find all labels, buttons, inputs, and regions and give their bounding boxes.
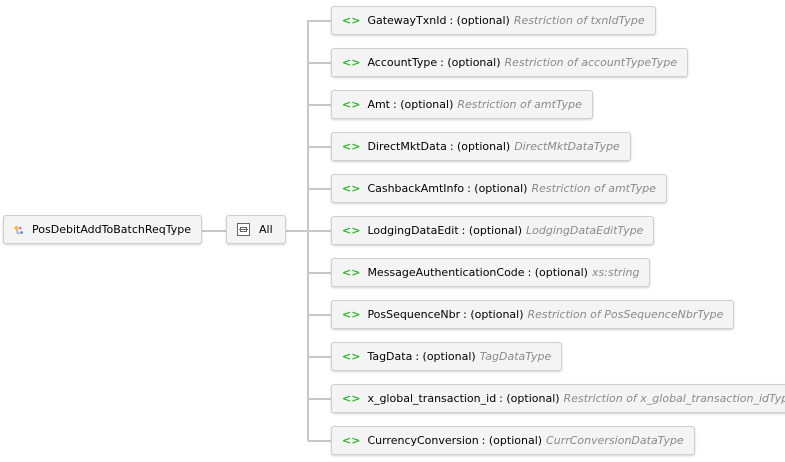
element-icon: <> [342,224,361,237]
root-type-node[interactable]: PosDebitAddToBatchReqType [3,215,202,244]
element-node[interactable]: <> DirectMktData: (optional)DirectMktData… [331,132,631,161]
element-node[interactable]: <> LodgingDataEdit: (optional)LodgingData… [331,216,655,245]
element-icon: <> [342,308,361,321]
element-type: DirectMktDataType [514,140,620,153]
connector [308,62,331,64]
connector [308,20,331,22]
element-node[interactable]: <> PosSequenceNbr: (optional)Restriction … [331,300,735,329]
element-icon: <> [342,56,361,69]
element-type: xs:string [591,266,640,279]
element-node[interactable]: <> TagData: (optional)TagDataType [331,342,563,371]
element-icon: <> [342,350,361,363]
element-name: DirectMktData [367,140,447,153]
element-type: LodgingDataEditType [526,224,644,237]
element-name: AccountType [367,56,438,69]
connector [308,356,331,358]
element-occurrence: : (optional) [481,434,543,447]
element-type: Restriction of PosSequenceNbrType [527,308,724,321]
element-name: LodgingDataEdit [367,224,459,237]
element-name: Amt [367,98,390,111]
connector [202,230,226,232]
complex-type-icon [14,224,24,234]
connector [308,272,331,274]
element-node[interactable]: <> MessageAuthenticationCode: (optional)x… [331,258,651,287]
element-name: MessageAuthenticationCode [367,266,525,279]
element-type: Restriction of amtType [457,98,582,111]
element-occurrence: : (optional) [449,14,510,27]
element-occurrence: : (optional) [449,140,511,153]
element-name: GatewayTxnId [367,14,447,27]
element-type: Restriction of accountTypeType [504,56,678,69]
element-icon: <> [342,98,361,111]
element-occurrence: : (optional) [467,182,528,195]
connector [308,104,331,106]
element-occurrence: : (optional) [527,266,588,279]
all-compositor-icon [237,223,250,236]
connector [308,146,331,148]
element-type: Restriction of amtType [531,182,656,195]
connector [308,398,331,400]
all-compositor-label: All [259,223,273,236]
element-node[interactable]: <> Amt: (optional)Restriction of amtType [331,90,593,119]
element-occurrence: : (optional) [415,350,476,363]
element-occurrence: : (optional) [461,224,523,237]
element-type: CurrConversionDataType [546,434,684,447]
element-icon: <> [342,434,361,447]
connector [308,188,331,190]
connector [286,230,308,232]
element-occurrence: : (optional) [440,56,501,69]
element-type: Restriction of x_global_transaction_idTy… [563,392,785,405]
element-icon: <> [342,140,361,153]
element-occurrence: : (optional) [393,98,454,111]
root-type-label: PosDebitAddToBatchReqType [32,223,191,236]
connector [308,314,331,316]
element-occurrence: : (optional) [463,308,524,321]
element-icon: <> [342,266,361,279]
element-name: x_global_transaction_id [367,392,497,405]
element-node[interactable]: <> CurrencyConversion: (optional)CurrConv… [331,426,695,455]
element-occurrence: : (optional) [499,392,560,405]
element-type: TagDataType [479,350,552,363]
element-name: CurrencyConversion [367,434,479,447]
connector [308,440,331,442]
element-node[interactable]: <> CashbackAmtInfo: (optional)Restriction… [331,174,667,203]
element-icon: <> [342,182,361,195]
element-name: TagData [367,350,413,363]
element-type: Restriction of txnIdType [513,14,645,27]
connector [308,230,331,232]
element-name: PosSequenceNbr [367,308,461,321]
element-icon: <> [342,14,361,27]
element-icon: <> [342,392,361,405]
element-node[interactable]: <> GatewayTxnId: (optional)Restriction of… [331,6,656,35]
all-compositor-node[interactable]: All [226,215,286,244]
element-name: CashbackAmtInfo [367,182,465,195]
element-node[interactable]: <> AccountType: (optional)Restriction of … [331,48,689,77]
element-node[interactable]: <> x_global_transaction_id: (optional)Res… [331,384,785,413]
